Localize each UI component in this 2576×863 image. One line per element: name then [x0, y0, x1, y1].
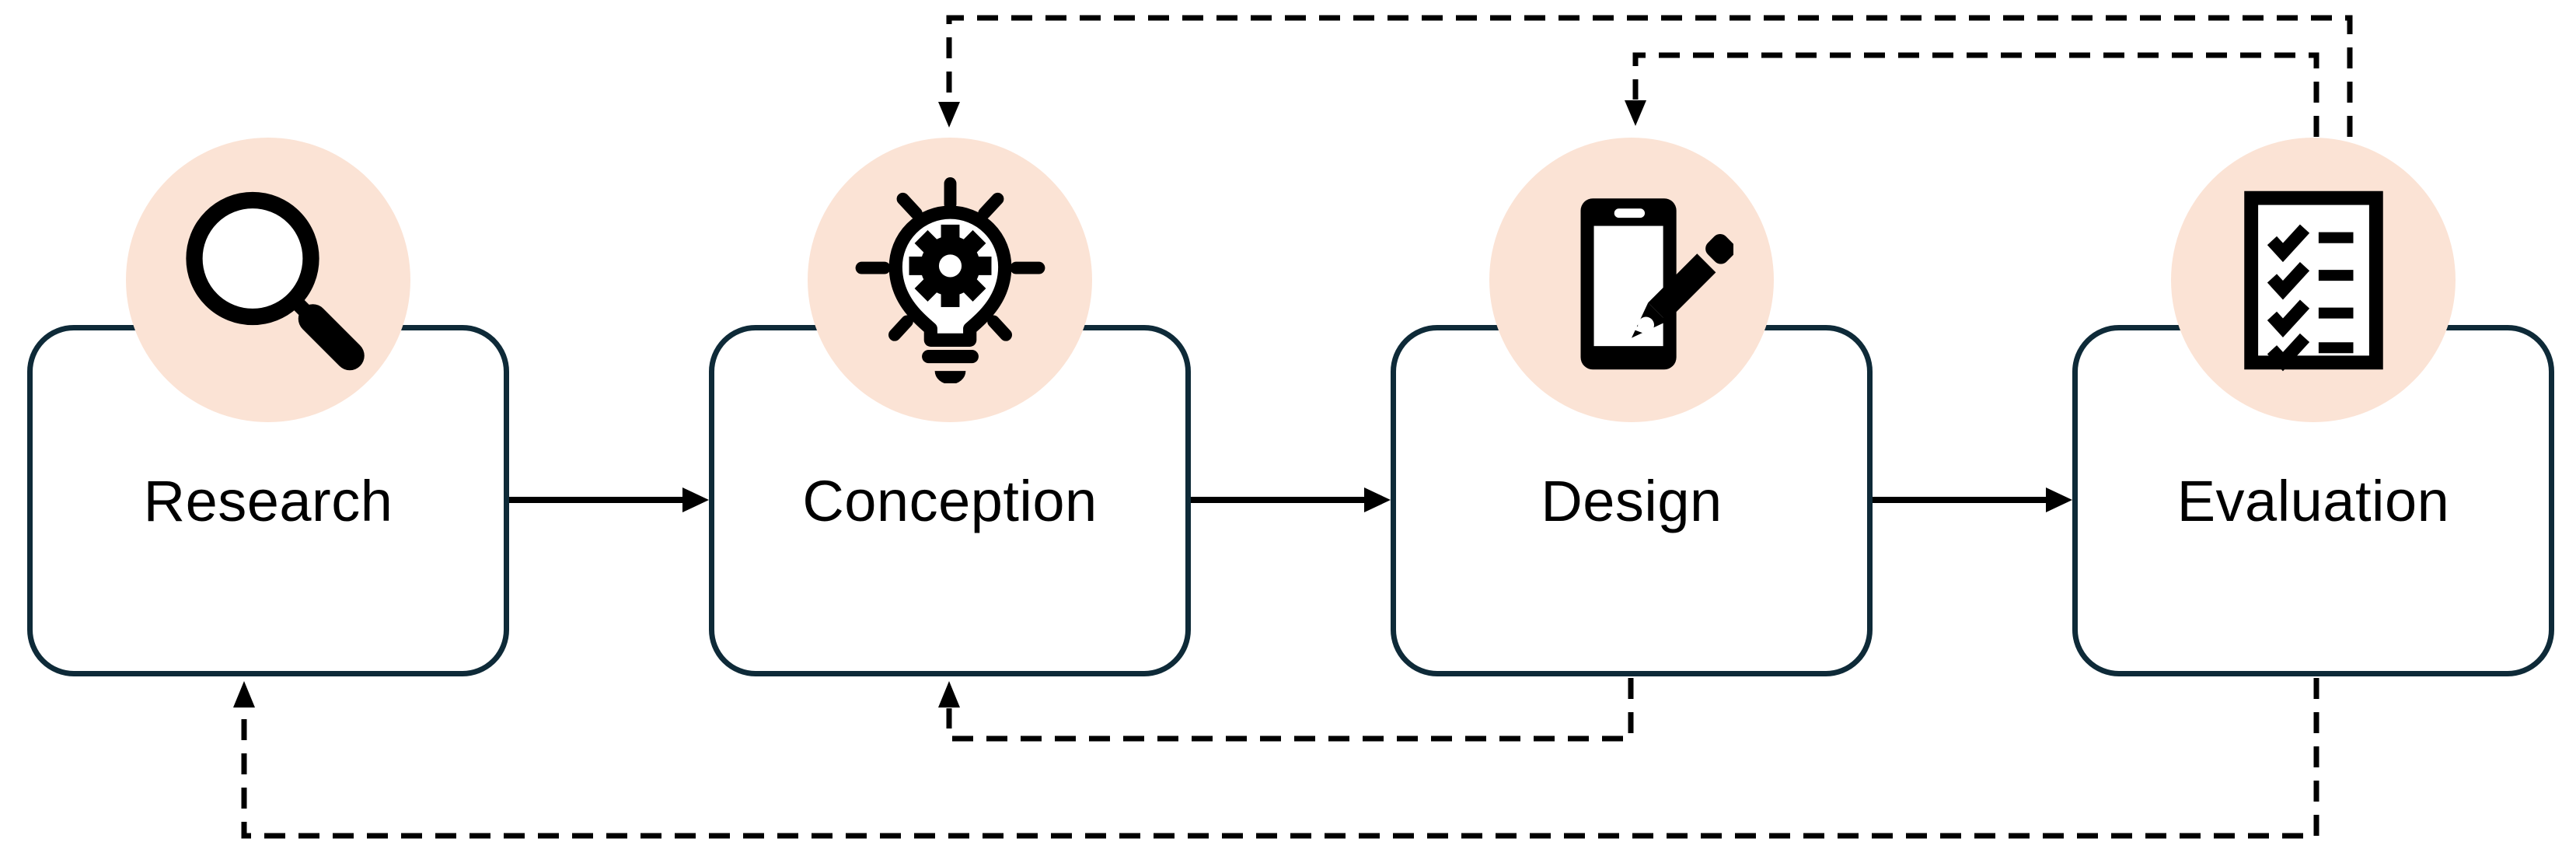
badge-design — [1489, 138, 1774, 422]
arrow-design-to-evaluation — [1873, 487, 2072, 512]
stage-label-design: Design — [1541, 468, 1723, 533]
badge-research — [126, 138, 410, 422]
badge-evaluation — [2171, 138, 2456, 422]
feedback-evaluation-to-conception — [938, 15, 2353, 137]
badge-conception — [808, 138, 1092, 422]
arrow-research-to-conception — [509, 487, 709, 512]
checklist-icon — [2243, 190, 2383, 371]
stage-label-evaluation: Evaluation — [2176, 468, 2450, 533]
stage-label-research: Research — [143, 468, 393, 533]
arrow-conception-to-design — [1191, 487, 1391, 512]
feedback-evaluation-to-design — [1625, 52, 2319, 137]
feedback-evaluation-to-research — [233, 678, 2319, 839]
stage-label-conception: Conception — [802, 468, 1098, 533]
feedback-design-to-conception — [938, 678, 1634, 742]
phone-pencil-icon — [1580, 198, 1733, 370]
magnifying-glass-icon — [186, 191, 365, 371]
lightbulb-gear-icon — [855, 176, 1045, 383]
